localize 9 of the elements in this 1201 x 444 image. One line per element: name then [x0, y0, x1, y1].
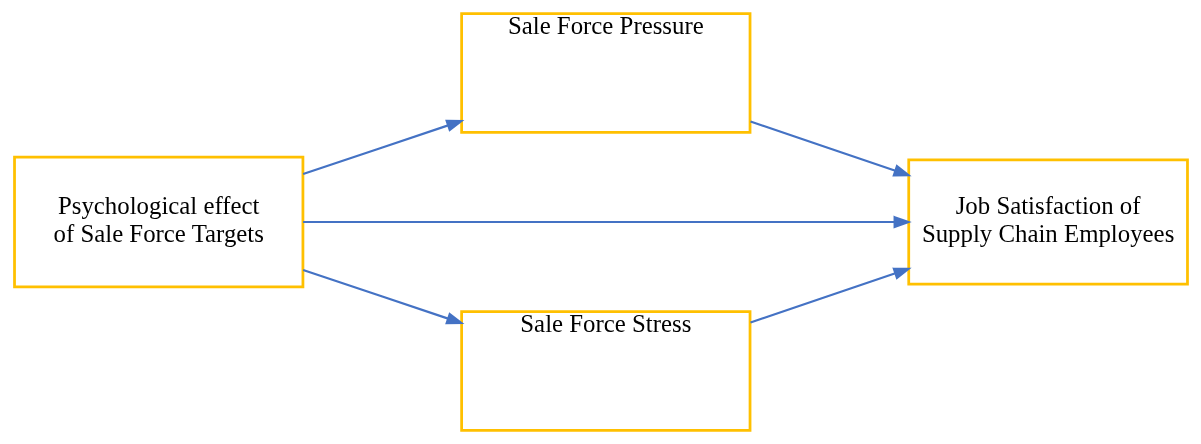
arrow [302, 215, 912, 229]
node-box: Sale Force Pressure [459, 12, 751, 134]
arrow [302, 119, 464, 176]
node-box: Job Satisfaction of Supply Chain Employees [906, 158, 1189, 286]
arrow [302, 268, 464, 325]
node-box: Psychological effect of Sale Force Targets [12, 155, 304, 289]
arrow [749, 120, 912, 177]
node-box: Sale Force Stress [459, 310, 751, 432]
arrow [749, 267, 912, 324]
